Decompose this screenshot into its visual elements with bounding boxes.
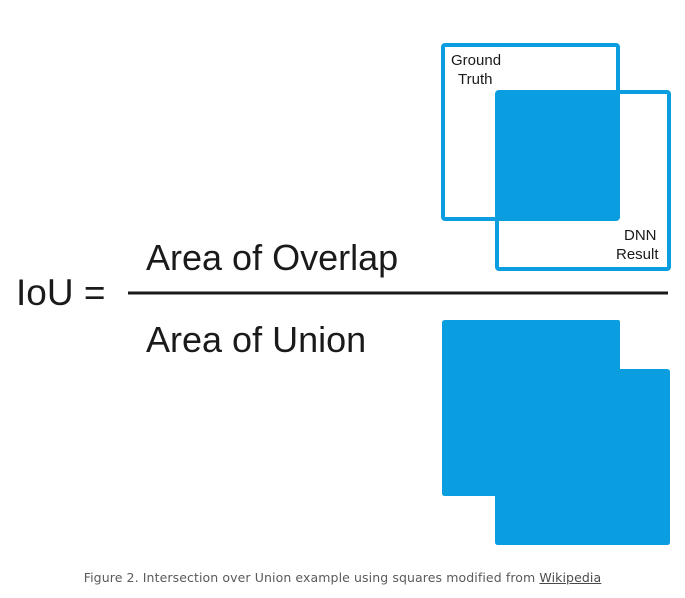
numerator-text: Area of Overlap <box>146 237 398 278</box>
union-region <box>442 320 670 545</box>
dnn-label-line1: DNN <box>624 227 657 244</box>
iou-equals-label: IoU = <box>16 272 105 313</box>
figure-caption: Figure 2. Intersection over Union exampl… <box>0 570 685 585</box>
ground-truth-label-line1: Ground <box>451 52 501 69</box>
ground-truth-label-line2: Truth <box>458 71 492 88</box>
ground-truth-box <box>441 43 620 221</box>
wikipedia-link[interactable]: Wikipedia <box>539 570 602 585</box>
caption-text: Figure 2. Intersection over Union exampl… <box>83 570 540 585</box>
dnn-label-line2: Result <box>616 246 659 263</box>
denominator-text: Area of Union <box>146 319 366 360</box>
dnn-result-box <box>495 90 671 271</box>
overlap-region <box>496 93 620 219</box>
